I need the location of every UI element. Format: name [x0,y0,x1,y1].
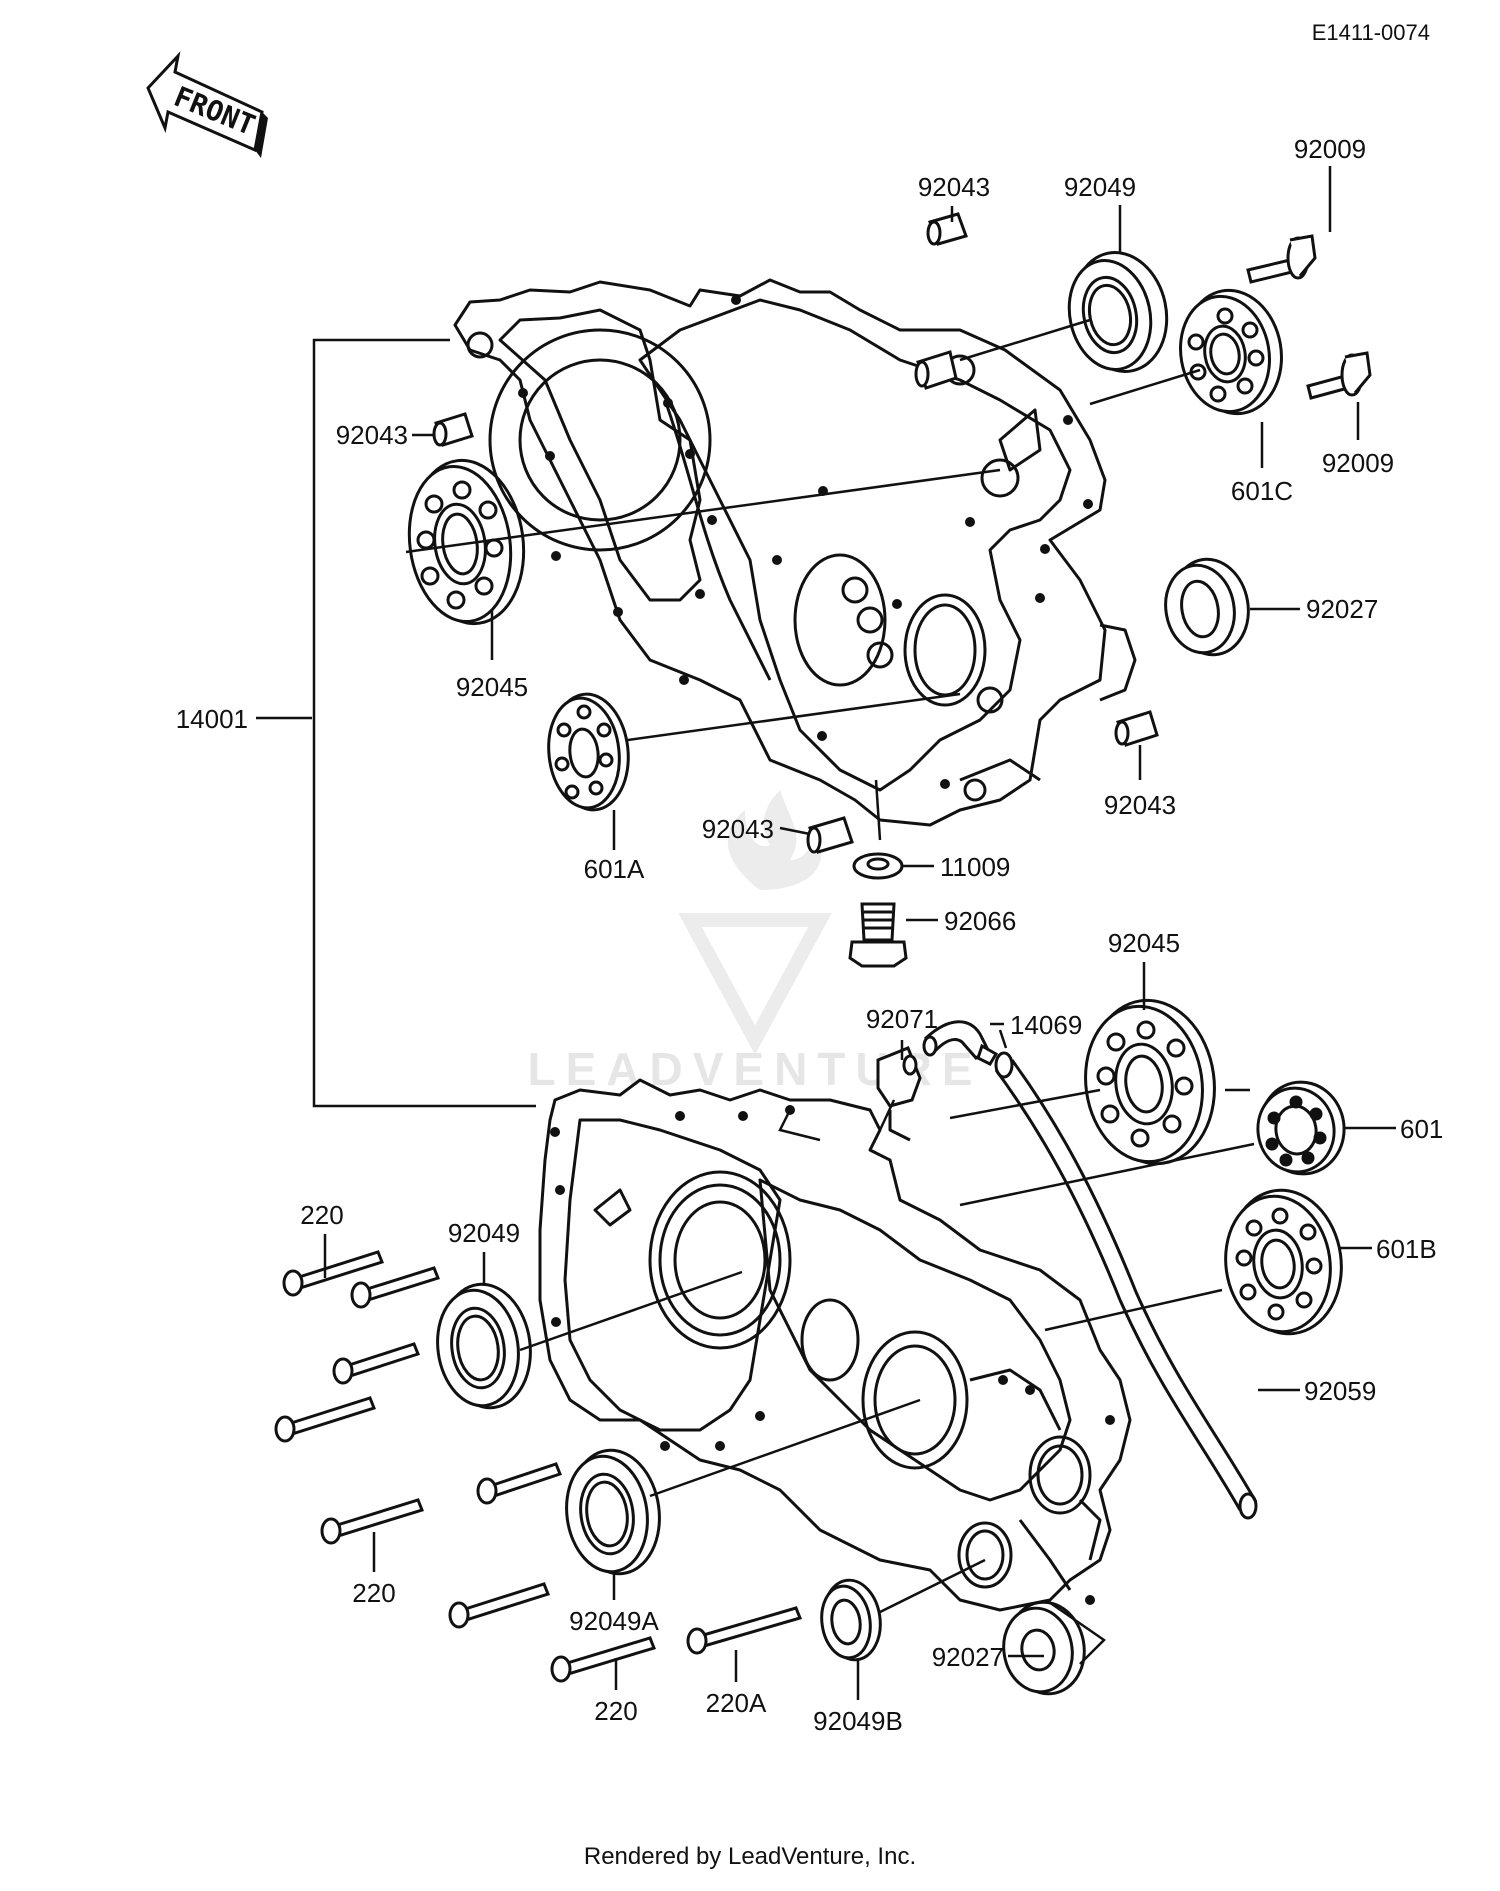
breather-hose-92059 [994,1051,1258,1520]
bearing-601a [547,692,630,812]
label-92059: 92059 [1304,1376,1376,1406]
oil-seal-92049-lower [436,1282,532,1410]
bearing-601 [1256,1080,1346,1176]
label-601a: 601A [584,854,645,884]
dowel-pin-92043-on-case [914,350,958,390]
bolt-220-3 [332,1342,420,1385]
label-601: 601 [1400,1114,1443,1144]
screw-92009-top [1246,234,1317,284]
label-92043-left: 92043 [336,420,408,450]
label-601b: 601B [1376,1234,1437,1264]
label-92071: 92071 [866,1004,938,1034]
lower-crankcase-half [538,1078,1132,1612]
bolt-220-4 [274,1396,376,1443]
label-92043-right: 92043 [1104,790,1176,820]
label-11009: 11009 [940,852,1010,882]
dowel-pin-92043-right [1114,710,1159,747]
label-92049a: 92049A [569,1606,659,1636]
upper-crankcase-half [453,278,1137,827]
oil-seal-92049b [820,1578,882,1662]
diagram-code: E1411-0074 [1312,20,1430,45]
dowel-pin-92043-bottom [806,816,854,854]
label-220-bottom: 220 [594,1696,637,1726]
screw-92009-bottom [1306,351,1372,400]
elbow-14069 [922,1020,999,1066]
label-92027-top: 92027 [1306,594,1378,624]
bolt-220-1 [282,1250,384,1297]
drain-bolt-92066 [848,902,908,968]
bolt-220a [686,1606,803,1655]
label-92049-lower: 92049 [448,1218,520,1248]
bolt-220-7 [448,1582,550,1629]
label-92045-left: 92045 [456,672,528,702]
bearing-601c [1179,288,1283,416]
label-92009-top: 92009 [1294,134,1366,164]
label-14069: 14069 [1010,1010,1082,1040]
label-92027-bottom: 92027 [932,1642,1004,1672]
oil-seal-92027-top [1164,557,1250,657]
oil-seal-92027-bottom [1002,1600,1086,1696]
dowel-pin-92043-left [432,412,474,447]
label-92066: 92066 [944,906,1016,936]
leader-lines [256,166,1396,1700]
bolt-220-2 [350,1266,440,1309]
bolt-220-6 [320,1498,424,1545]
label-92043-bottom: 92043 [702,814,774,844]
label-92049-top: 92049 [1064,172,1136,202]
label-220-top: 220 [300,1200,343,1230]
label-92009-bottom: 92009 [1322,448,1394,478]
front-arrow-icon: FRONT [146,51,268,158]
watermark-v-icon [678,913,832,1055]
bearing-92045-right [1084,998,1216,1166]
label-220-middle: 220 [352,1578,395,1608]
watermark-flame-icon [727,790,822,890]
bolt-220-8 [550,1636,657,1683]
oil-seal-92049a [565,1448,661,1576]
dowel-pin-92043-top [926,212,968,246]
label-220a: 220A [706,1688,767,1718]
washer-11009 [852,852,904,880]
footer-credit: Rendered by LeadVenture, Inc. [584,1843,916,1870]
oil-seal-92049-top [1067,251,1169,373]
bolts-220 [274,1250,803,1683]
fitting-92071 [876,1046,922,1108]
label-92045-right: 92045 [1108,928,1180,958]
part-labels: 14001 92043 92049 92009 92043 601C 92009… [176,134,1444,1736]
label-92043-top: 92043 [918,172,990,202]
bolt-220-5 [476,1462,562,1505]
bearing-92045-left [407,458,526,626]
label-601c: 601C [1231,476,1293,506]
label-14001: 14001 [176,704,248,734]
label-92049b: 92049B [813,1706,903,1736]
bearing-601b [1224,1188,1343,1336]
